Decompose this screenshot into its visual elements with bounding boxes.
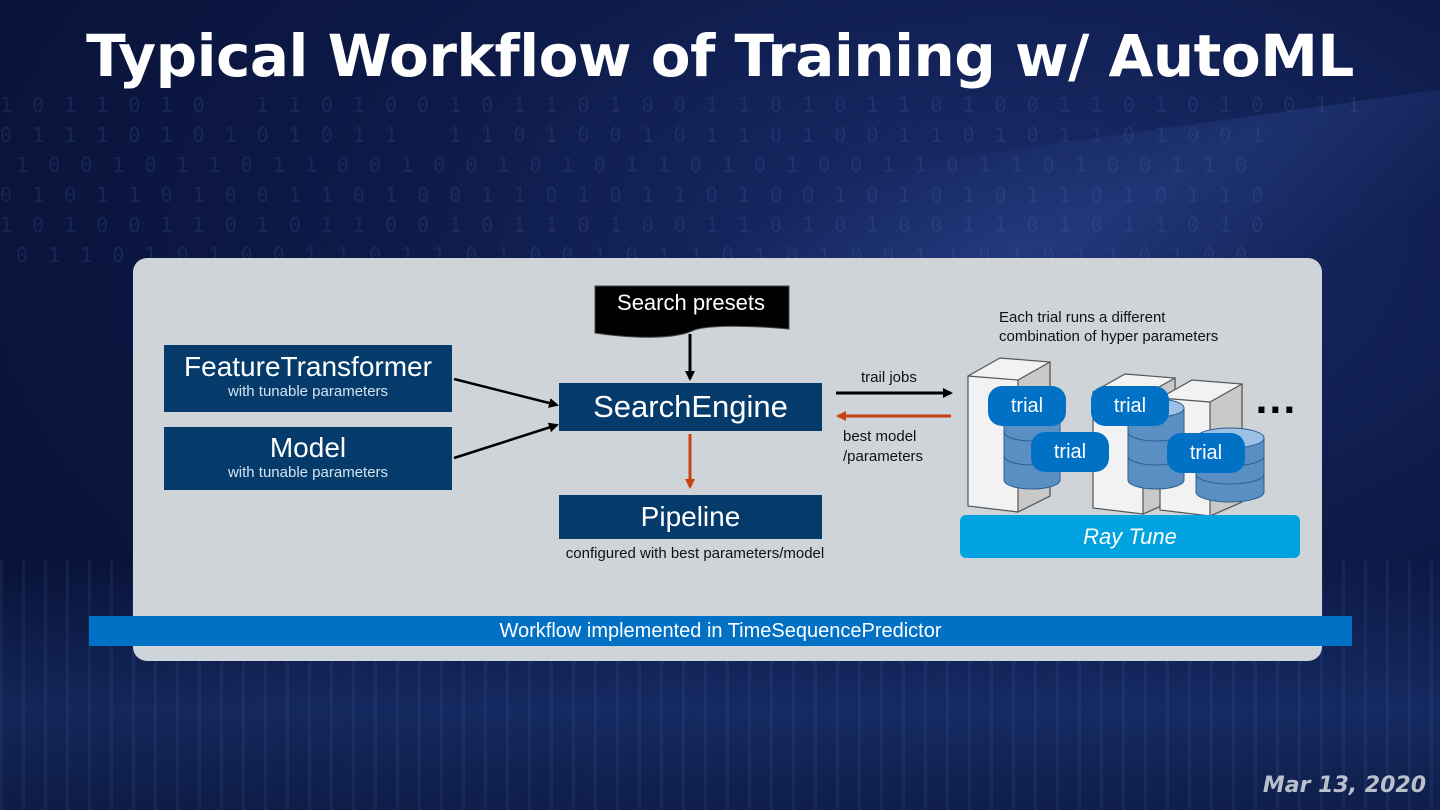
best-model-label: best model /parameters — [843, 427, 923, 467]
trial-badge: trial — [988, 386, 1066, 426]
feature-transformer-label: FeatureTransformer — [184, 351, 432, 382]
more-trials-ellipsis: ... — [1255, 382, 1297, 422]
search-engine-label: SearchEngine — [593, 389, 788, 424]
trail-jobs-label: trail jobs — [861, 369, 917, 386]
workflow-banner: Workflow implemented in TimeSequencePred… — [89, 616, 1352, 646]
best-model-line-1: best model — [843, 428, 917, 445]
trial-badge: trial — [1167, 433, 1245, 473]
search-engine-box: SearchEngine — [559, 383, 822, 431]
trial-note-line-1: Each trial runs a different — [999, 309, 1166, 326]
best-model-line-2: /parameters — [843, 448, 924, 465]
search-presets-shape — [594, 285, 790, 338]
model-box: Model with tunable parameters — [164, 427, 452, 490]
background-binary-pattern: 1 0 1 1 0 1 0 1 1 0 1 0 0 1 0 1 1 0 1 0 … — [0, 93, 1360, 267]
arrow-feature-to-engine — [453, 377, 559, 408]
pipeline-label: Pipeline — [640, 501, 741, 532]
ray-tune-box: Ray Tune — [960, 515, 1300, 558]
pipeline-caption: configured with best parameters/model — [565, 545, 825, 562]
feature-transformer-box: FeatureTransformer with tunable paramete… — [164, 345, 452, 412]
trial-note: Each trial runs a different combination … — [999, 308, 1279, 346]
trial-badge: trial — [1091, 386, 1169, 426]
model-sub: with tunable parameters — [227, 464, 389, 481]
search-presets-label: Search presets — [617, 290, 765, 315]
model-label: Model — [269, 432, 347, 463]
slide-title: Typical Workflow of Training w/ AutoML — [86, 22, 1354, 90]
trial-badge: trial — [1031, 432, 1109, 472]
pipeline-box: Pipeline — [559, 495, 822, 539]
feature-transformer-sub: with tunable parameters — [227, 383, 389, 400]
trial-note-line-2: combination of hyper parameters — [999, 328, 1219, 345]
slide-date: Mar 13, 2020 — [1262, 773, 1426, 798]
arrow-model-to-engine — [453, 422, 559, 460]
